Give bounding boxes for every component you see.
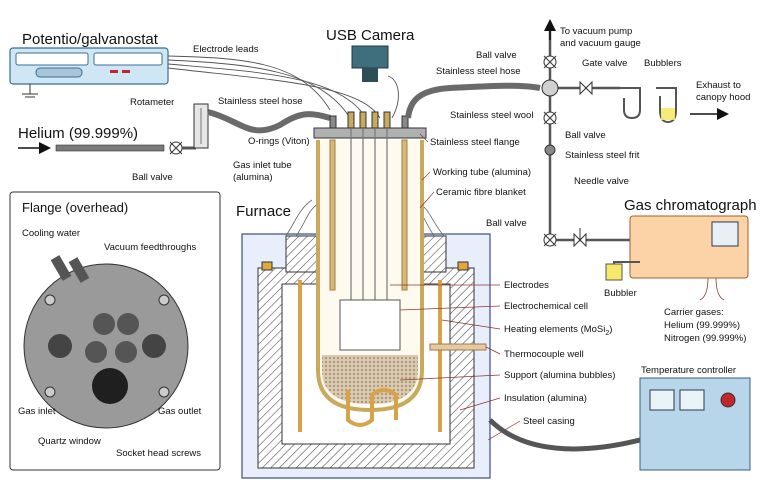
o-rings-label: O-rings (Viton) <box>248 136 310 147</box>
stainless-wool-label: Stainless steel wool <box>450 110 533 121</box>
ball-valve-mid-label: Ball valve <box>565 130 606 141</box>
canopy-hood-label: canopy hood <box>696 92 750 103</box>
furnace-label: Furnace <box>236 203 291 220</box>
steel-wool-chamber <box>541 79 559 97</box>
ball-valve-left-label: Ball valve <box>132 172 173 183</box>
right-labels: Stainless steel flange Working tube (alu… <box>430 137 615 427</box>
temperature-controller <box>639 377 751 471</box>
gas-chromatograph <box>629 215 749 279</box>
gas-chromatograph-label: Gas chromatograph <box>624 197 757 214</box>
stainless-hose-right <box>405 82 541 119</box>
temperature-controller-label: Temperature controller <box>641 365 736 376</box>
controller-cable <box>488 418 641 452</box>
electrode-leads-label: Electrode leads <box>193 44 259 55</box>
usb-camera <box>351 45 389 82</box>
leader-lines <box>390 133 521 441</box>
vacuum-feedthroughs-label: Vacuum feedthroughs <box>104 242 196 253</box>
gas-inlet-tube-sub-label: (alumina) <box>233 172 273 183</box>
potentiostat-label: Potentio/galvanostat <box>22 31 159 48</box>
exhaust-label: Exhaust to <box>696 80 741 91</box>
stainless-hose-left-label: Stainless steel hose <box>218 96 303 107</box>
ball-valve-mid <box>543 111 557 125</box>
thermocouple-well-label: Thermocouple well <box>504 349 584 360</box>
cooling-water-label: Cooling water <box>22 228 80 239</box>
ball-valve-left <box>169 141 183 155</box>
vacuum-gauge-label: and vacuum gauge <box>560 38 641 49</box>
electrode-leads <box>167 55 399 119</box>
ceramic-blanket-label: Ceramic fibre blanket <box>436 187 526 198</box>
gc-bubbler <box>605 261 640 281</box>
bubblers-label: Bubblers <box>644 58 682 69</box>
gas-inlet-tube-label: Gas inlet tube <box>233 160 292 171</box>
ball-valve-gc <box>543 233 557 247</box>
potentiostat-device <box>9 47 169 98</box>
steel-frit <box>544 144 556 156</box>
electrodes-label: Electrodes <box>504 280 549 291</box>
electrochemical-cell <box>339 299 401 351</box>
working-tube-label: Working tube (alumina) <box>433 167 531 178</box>
needle-valve <box>573 228 587 248</box>
thermocouple-well <box>429 343 487 351</box>
gate-valve <box>579 80 593 96</box>
top-flange <box>313 111 427 139</box>
heating-elements <box>298 280 442 432</box>
rotameter-label: Rotameter <box>130 97 174 108</box>
stainless-hose-left <box>207 109 331 134</box>
electrochemical-cell-label: Electrochemical cell <box>504 301 588 312</box>
helium-hose <box>55 144 165 152</box>
quartz-window-label: Quartz window <box>38 436 101 447</box>
flange-inset <box>9 191 221 471</box>
carrier-gas-lines <box>699 277 725 301</box>
ball-valve-gc-label: Ball valve <box>486 218 527 229</box>
carrier-gases-label: Carrier gases: <box>664 307 724 318</box>
rotameter <box>193 103 209 149</box>
gas-inlet-tubes <box>329 139 408 291</box>
insulation-label: Insulation (alumina) <box>504 393 587 404</box>
support-label: Support (alumina bubbles) <box>504 370 615 381</box>
needle-valve-label: Needle valve <box>574 176 629 187</box>
vacuum-pump-label: To vacuum pump <box>560 26 632 37</box>
ball-valve-top <box>543 55 557 69</box>
usb-camera-label: USB Camera <box>326 27 415 44</box>
electrodes <box>350 128 388 330</box>
gas-inlet-label: Gas inlet <box>18 406 56 417</box>
carrier-helium-label: Helium (99.999%) <box>664 320 740 331</box>
bubbler-label: Bubbler <box>604 288 637 299</box>
flange-title: Flange (overhead) <box>22 200 128 215</box>
helium-label: Helium (99.999%) <box>18 125 138 142</box>
stainless-frit-label: Stainless steel frit <box>565 150 640 161</box>
stainless-hose-right-label: Stainless steel hose <box>436 66 521 77</box>
stainless-flange-label: Stainless steel flange <box>430 137 520 148</box>
bubblers <box>620 87 677 124</box>
socket-screws-label: Socket head screws <box>116 448 201 459</box>
ball-valve-top-label: Ball valve <box>476 50 517 61</box>
carrier-nitrogen-label: Nitrogen (99.999%) <box>664 333 746 344</box>
steel-casing-label: Steel casing <box>523 416 575 427</box>
gas-outlet-label: Gas outlet <box>158 406 202 417</box>
heating-elements-label: Heating elements (MoSi2) <box>504 324 612 337</box>
gate-valve-label: Gate valve <box>582 58 627 69</box>
